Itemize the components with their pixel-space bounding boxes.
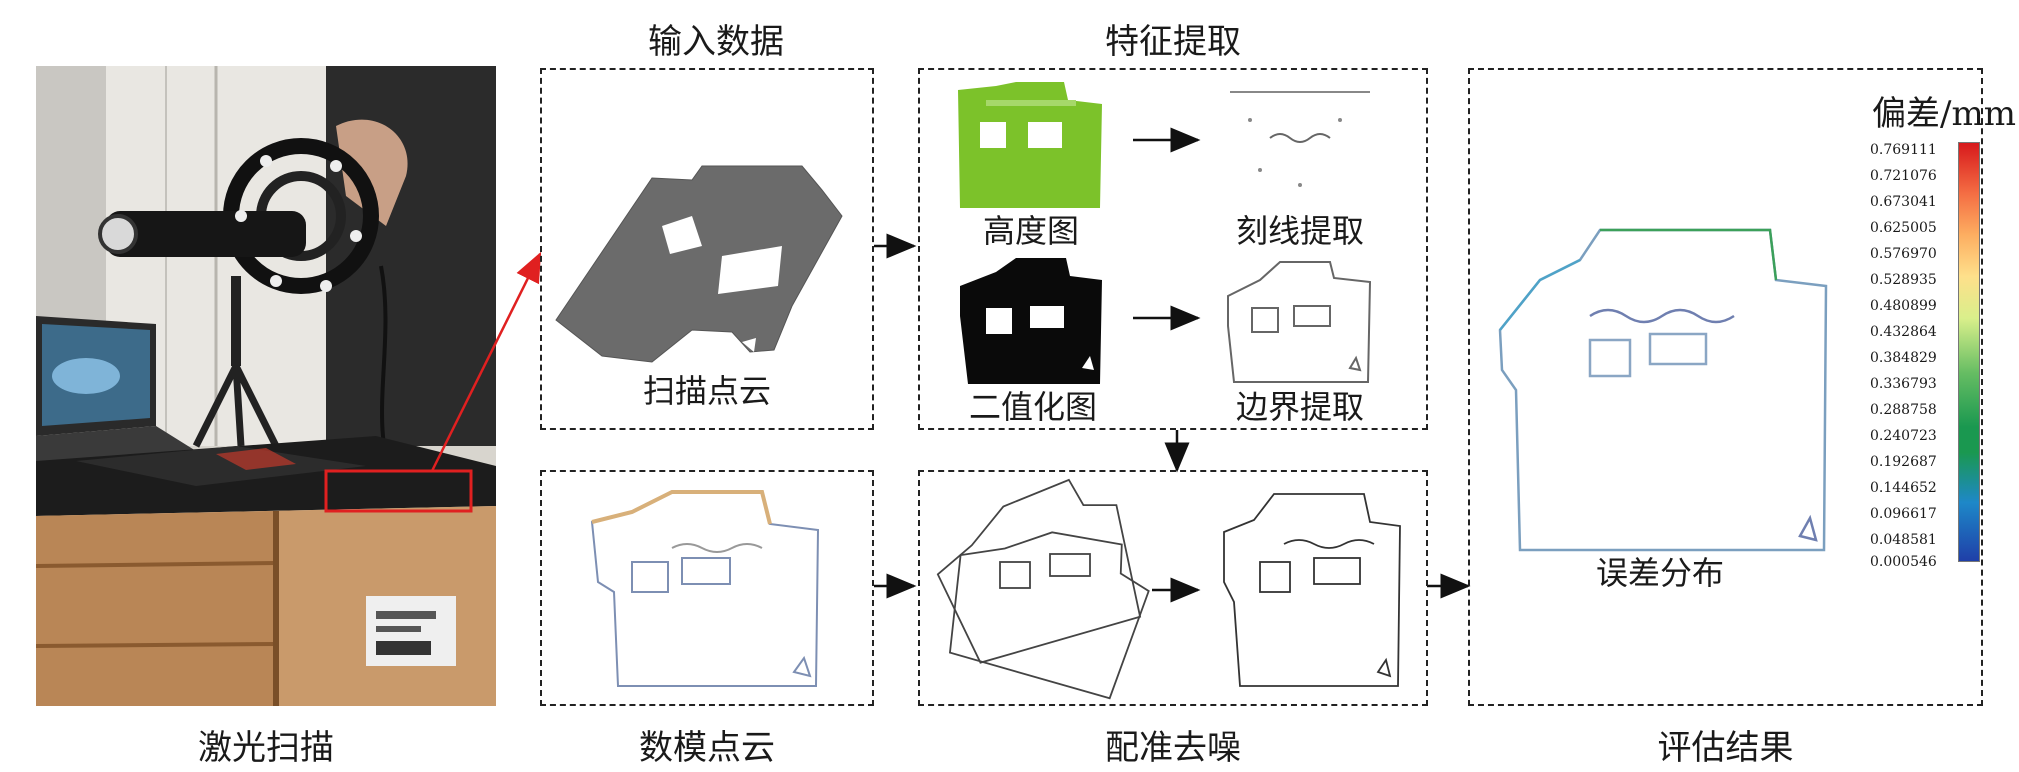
legend-tick: 0.769111 xyxy=(1870,142,1937,158)
caption-eval-result: 评估结果 xyxy=(1657,728,1794,768)
label-scribe-extract: 刻线提取 xyxy=(1235,212,1364,250)
legend-tick: 0.048581 xyxy=(1870,532,1937,548)
label-scan-cloud: 扫描点云 xyxy=(642,372,771,410)
legend-tick: 0.288758 xyxy=(1870,402,1937,418)
cad-cloud-image xyxy=(590,490,820,687)
binary-map-image xyxy=(960,258,1102,384)
label-binary-map: 二值化图 xyxy=(968,388,1097,426)
label-boundary-extract: 边界提取 xyxy=(1235,388,1364,426)
legend-tick: 0.192687 xyxy=(1870,454,1937,470)
label-error-dist: 误差分布 xyxy=(1595,554,1724,592)
highlight-pointer-arrow xyxy=(430,251,542,472)
height-map-image xyxy=(958,82,1102,208)
legend-tick: 0.336793 xyxy=(1870,376,1937,392)
caption-laser-scan: 激光扫描 xyxy=(198,728,334,768)
scribe-extract-image xyxy=(1230,91,1370,187)
legend-tick: 0.000546 xyxy=(1870,554,1937,570)
legend-tick: 0.673041 xyxy=(1870,194,1937,210)
feature-extract-box: 高度图 刻线提取 二值化图 边界提取 xyxy=(918,68,1428,430)
error-distribution-image xyxy=(1498,228,1828,552)
colorbar xyxy=(1958,142,1980,562)
legend-tick: 0.576970 xyxy=(1870,246,1937,262)
legend-tick: 0.528935 xyxy=(1870,272,1937,288)
legend-tick: 0.240723 xyxy=(1870,428,1937,444)
scan-cloud-image xyxy=(555,165,843,363)
legend-tick: 0.625005 xyxy=(1870,220,1937,236)
caption-cad-cloud: 数模点云 xyxy=(639,728,775,768)
laser-scan-photo xyxy=(36,66,496,706)
laser-scan-scene xyxy=(36,66,496,706)
caption-feature-extract: 特征提取 xyxy=(1105,22,1241,62)
legend-tick: 0.721076 xyxy=(1870,168,1937,184)
scan-region-highlight xyxy=(324,469,473,513)
label-height-map: 高度图 xyxy=(982,212,1079,250)
input-data-box: 扫描点云 xyxy=(540,68,874,430)
legend-title: 偏差/mm xyxy=(1872,94,2016,134)
legend-tick: 0.144652 xyxy=(1870,480,1937,496)
register-denoise-box xyxy=(918,470,1428,706)
legend-tick: 0.384829 xyxy=(1870,350,1937,366)
caption-register-denoise: 配准去噪 xyxy=(1105,728,1241,768)
legend-tick: 0.432864 xyxy=(1870,324,1937,340)
legend-tick: 0.480899 xyxy=(1870,298,1937,314)
register-before-image xyxy=(936,478,1150,700)
cad-cloud-box xyxy=(540,470,874,706)
boundary-extract-image xyxy=(1227,261,1372,383)
register-after-image xyxy=(1223,493,1401,687)
caption-input-data: 输入数据 xyxy=(648,22,784,62)
eval-result-box: 误差分布 xyxy=(1468,68,1983,706)
legend-tick: 0.096617 xyxy=(1870,506,1937,522)
